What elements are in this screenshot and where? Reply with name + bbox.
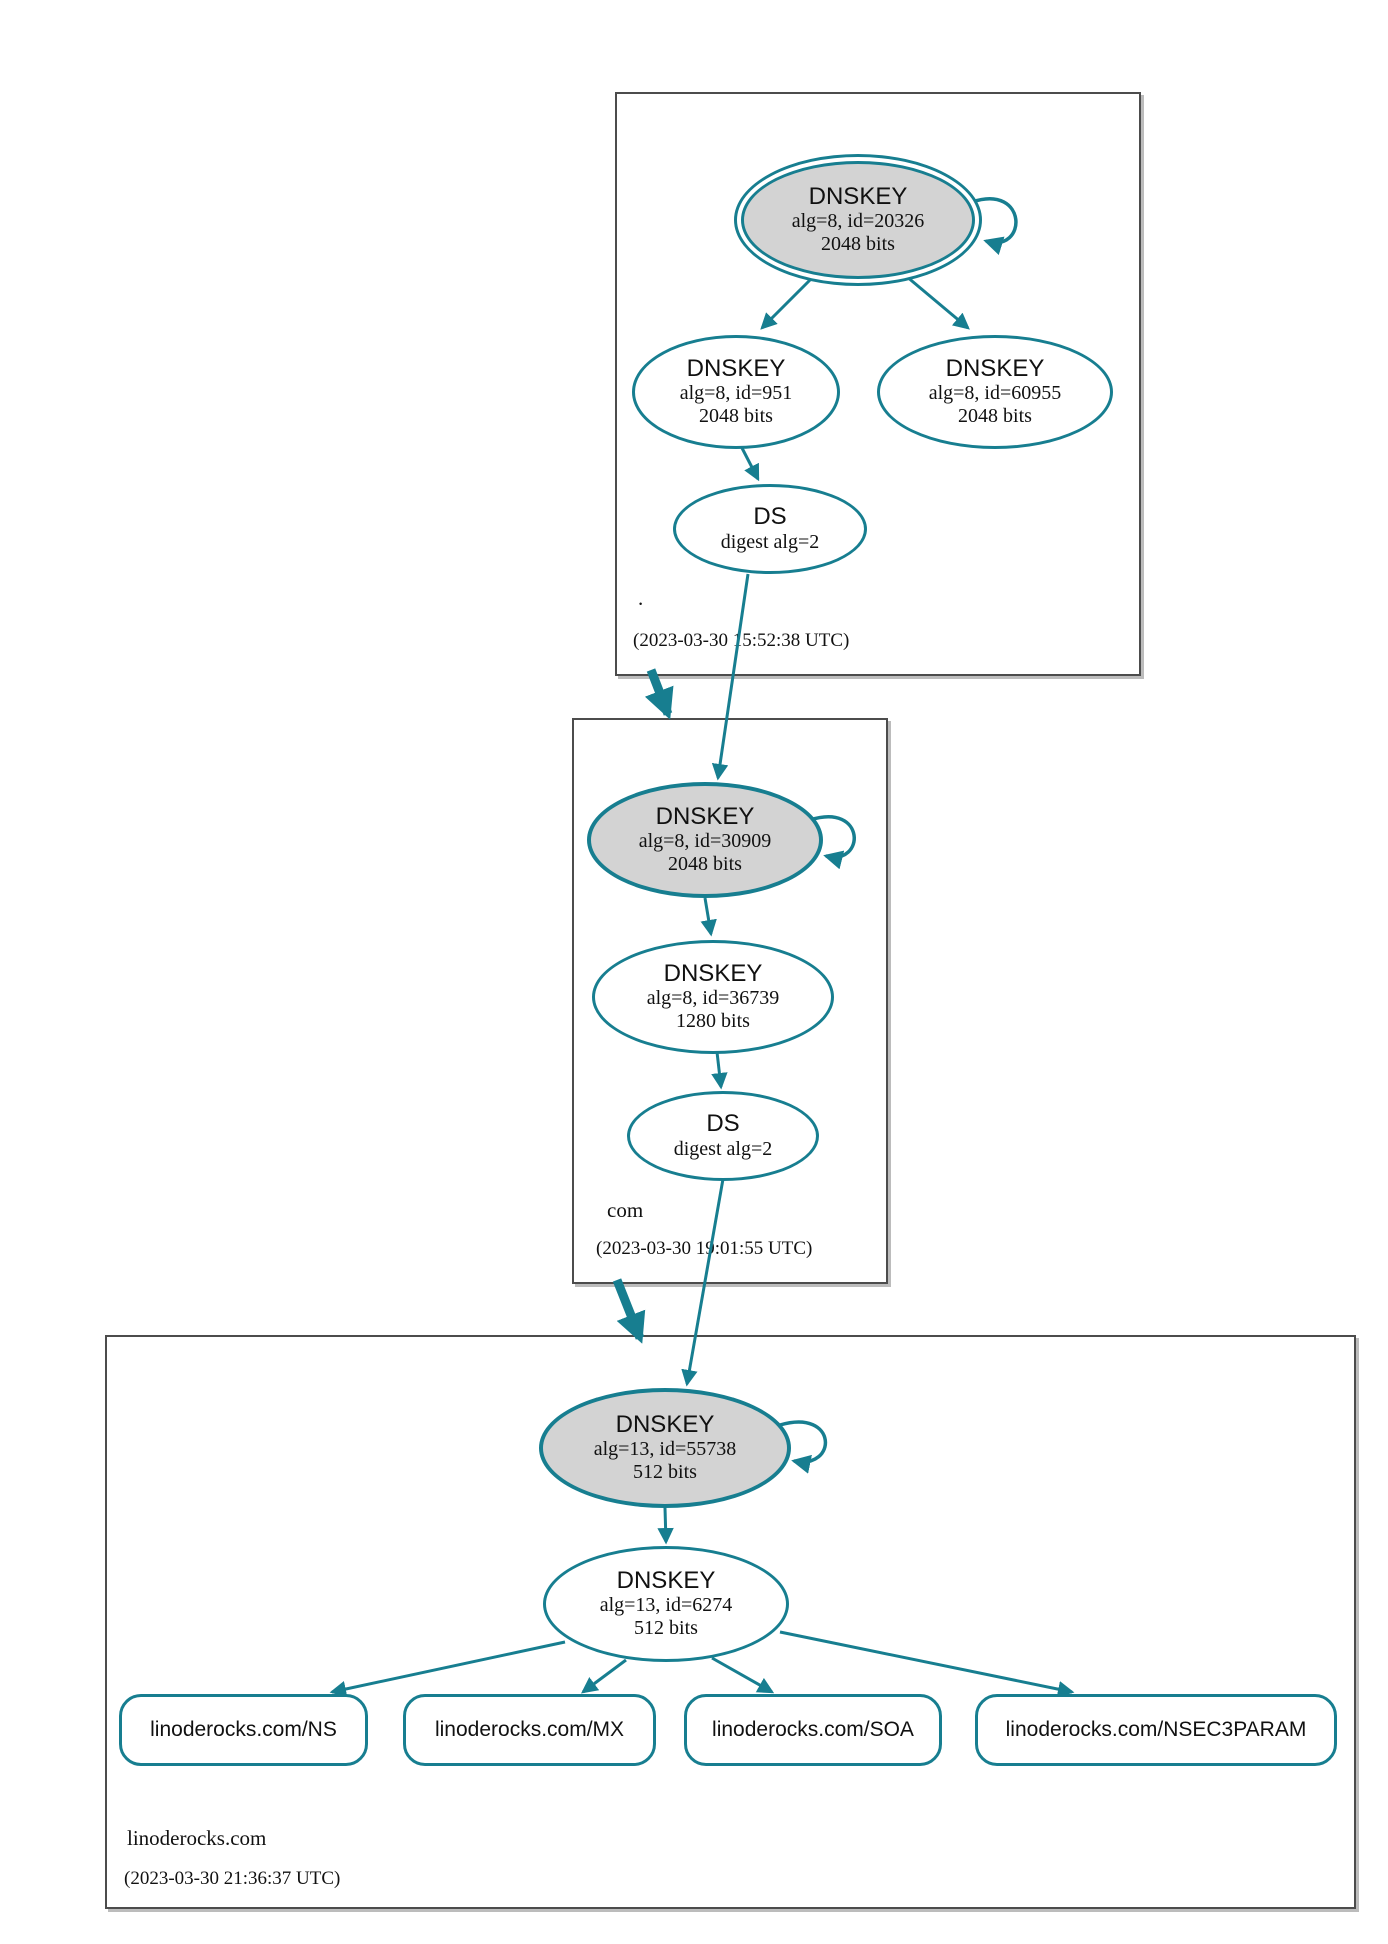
rrset-ns[interactable]: linoderocks.com/NS [119,1694,368,1766]
zone-timestamp-linoderocks: (2023-03-30 21:36:37 UTC) [124,1868,341,1889]
node-bits: 1280 bits [676,1010,750,1033]
node-detail: alg=8, id=951 [679,382,793,405]
rrset-mx[interactable]: linoderocks.com/MX [403,1694,656,1766]
node-linoderocks-ksk[interactable]: DNSKEY alg=13, id=55738 512 bits [539,1388,791,1508]
node-bits: 2048 bits [699,405,773,428]
node-title: DNSKEY [686,354,786,382]
node-title: DS [706,1110,740,1138]
node-bits: 2048 bits [958,405,1032,428]
node-detail: digest alg=2 [720,530,820,553]
node-detail: alg=8, id=36739 [646,987,780,1010]
node-detail: alg=8, id=60955 [928,382,1062,405]
zone-box-root [615,92,1141,676]
node-detail: alg=13, id=55738 [593,1438,737,1461]
node-linoderocks-zsk[interactable]: DNSKEY alg=13, id=6274 512 bits [543,1546,789,1662]
node-title: DS [753,503,787,531]
zone-label-com: com [607,1198,644,1222]
node-com-ds[interactable]: DS digest alg=2 [627,1091,819,1181]
node-title: DNSKEY [945,354,1045,382]
node-detail: digest alg=2 [673,1137,773,1160]
zone-label-linoderocks: linoderocks.com [127,1826,267,1850]
node-root-zsk[interactable]: DNSKEY alg=8, id=951 2048 bits [632,335,840,449]
node-root-ksk[interactable]: DNSKEY alg=8, id=20326 2048 bits [734,154,982,286]
zone-timestamp-com: (2023-03-30 19:01:55 UTC) [596,1238,813,1259]
zone-label-root: . [638,586,644,610]
node-title: DNSKEY [655,802,755,830]
node-root-ds[interactable]: DS digest alg=2 [673,484,867,574]
node-detail: alg=8, id=30909 [638,830,772,853]
node-bits: 512 bits [633,1461,697,1484]
node-detail: alg=13, id=6274 [599,1594,733,1617]
zone-box-linoderocks [105,1335,1356,1909]
edge-delegation-com-to-linoderocks [612,1278,646,1344]
zone-timestamp-root: (2023-03-30 15:52:38 UTC) [633,630,850,651]
node-title: DNSKEY [663,959,763,987]
node-title: DNSKEY [808,182,908,210]
rrset-nsec3param[interactable]: linoderocks.com/NSEC3PARAM [975,1694,1337,1766]
node-detail: alg=8, id=20326 [791,210,925,233]
node-com-zsk[interactable]: DNSKEY alg=8, id=36739 1280 bits [592,940,834,1054]
node-root-key-60955[interactable]: DNSKEY alg=8, id=60955 2048 bits [877,335,1113,449]
node-bits: 2048 bits [821,233,895,256]
rrset-soa[interactable]: linoderocks.com/SOA [684,1694,942,1766]
edge-delegation-root-to-com [644,668,674,720]
node-com-ksk[interactable]: DNSKEY alg=8, id=30909 2048 bits [587,782,823,898]
node-title: DNSKEY [616,1566,716,1594]
node-bits: 512 bits [634,1617,698,1640]
node-title: DNSKEY [615,1410,715,1438]
node-bits: 2048 bits [668,853,742,876]
